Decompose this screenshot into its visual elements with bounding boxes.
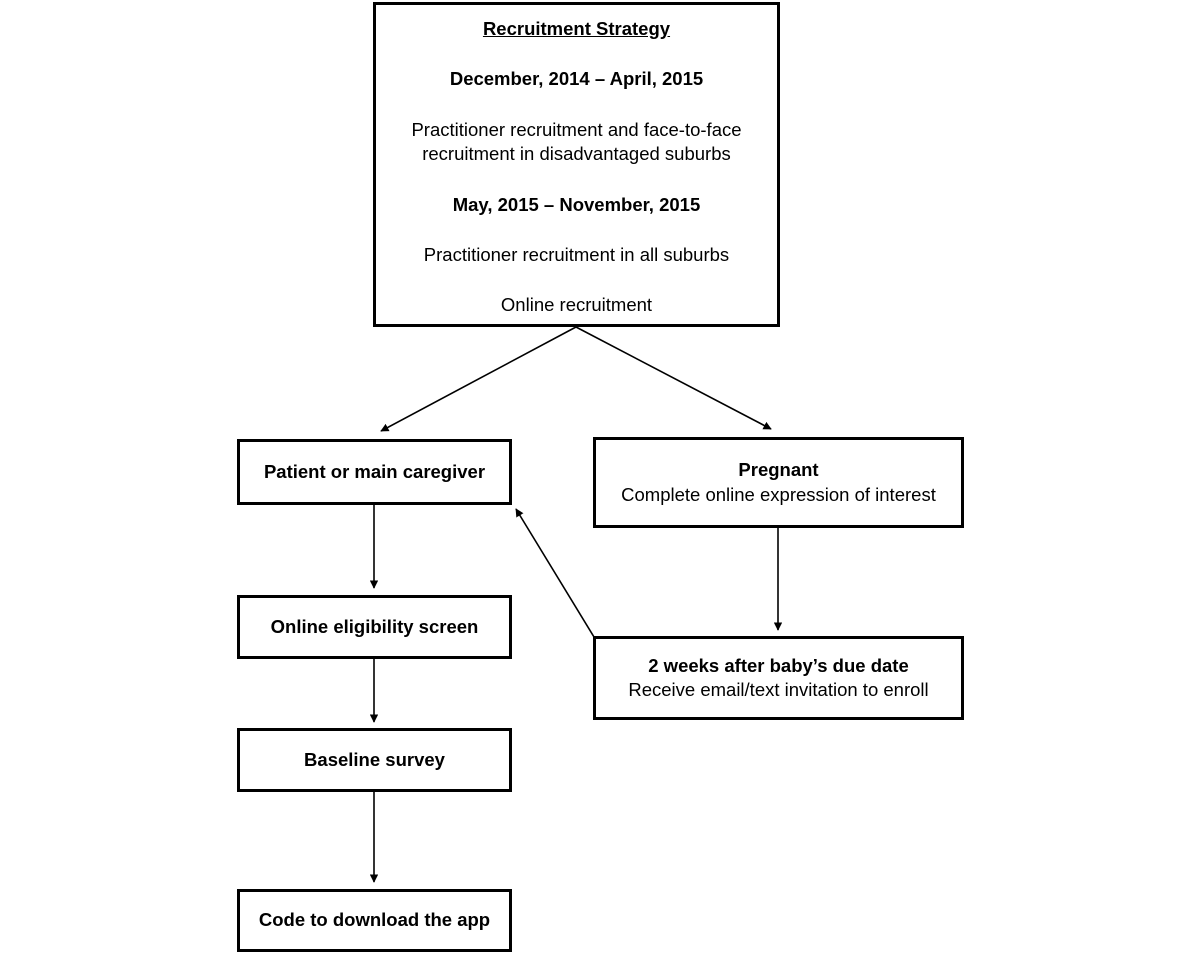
node-online-eligibility-screen[interactable]: Online eligibility screen (237, 595, 512, 659)
recruitment-period-1-line-a: Practitioner recruitment and face-to-fac… (411, 118, 742, 140)
two-weeks-subtitle: Receive email/text invitation to enroll (628, 679, 929, 700)
node-pregnant[interactable]: Pregnant Complete online expression of i… (593, 437, 964, 528)
pregnant-title: Pregnant (738, 459, 819, 481)
connector-two-weeks-to-patient (515, 508, 595, 638)
recruitment-strategy-heading: Recruitment Strategy (482, 18, 671, 39)
recruitment-period-1-label: December, 2014 – April, 2015 (449, 68, 704, 90)
download-code-title: Code to download the app (258, 909, 491, 931)
recruitment-period-1-line-b: recruitment in disadvantaged suburbs (422, 143, 731, 165)
node-baseline-survey[interactable]: Baseline survey (237, 728, 512, 792)
pregnant-subtitle: Complete online expression of interest (621, 483, 936, 505)
node-code-to-download-the-app[interactable]: Code to download the app (237, 889, 512, 952)
recruitment-period-2-line-b: Online recruitment (500, 294, 653, 316)
node-recruitment-strategy[interactable]: Recruitment Strategy December, 2014 – Ap… (373, 2, 780, 327)
online-eligibility-title: Online eligibility screen (270, 615, 479, 637)
connector-strategy-to-patient (380, 326, 577, 432)
patient-caregiver-title: Patient or main caregiver (263, 460, 486, 482)
recruitment-period-2-label: May, 2015 – November, 2015 (452, 193, 701, 215)
recruitment-period-2-line-a: Practitioner recruitment in all suburbs (423, 244, 730, 266)
node-two-weeks-after-due-date[interactable]: 2 weeks after baby’s due date Receive em… (593, 636, 964, 720)
baseline-survey-title: Baseline survey (304, 748, 445, 770)
node-patient-or-main-caregiver[interactable]: Patient or main caregiver (237, 439, 512, 505)
two-weeks-title: 2 weeks after baby’s due date (648, 654, 909, 676)
connector-strategy-to-pregnant (575, 326, 772, 430)
